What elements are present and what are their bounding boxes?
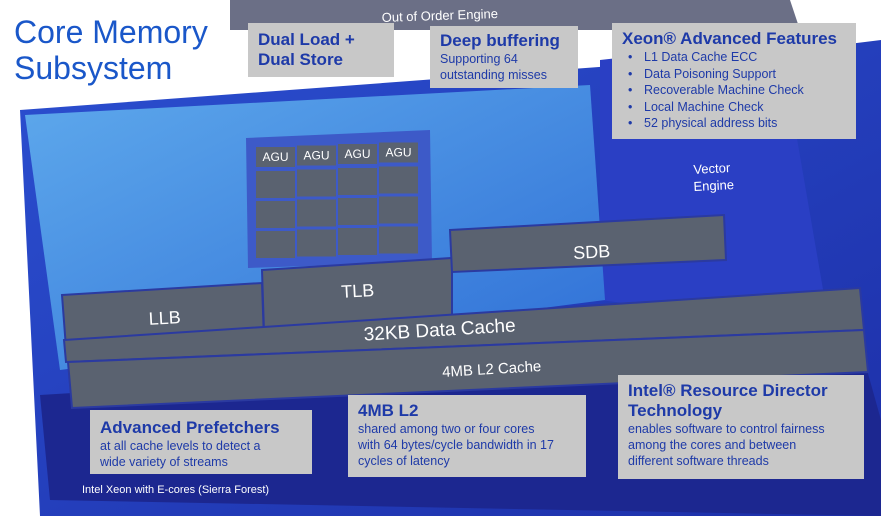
- page-title: Core Memory Subsystem: [14, 14, 208, 86]
- l2-cache-block: [66, 328, 870, 410]
- prefetchers-body-2: wide variety of streams: [100, 455, 228, 469]
- rdt-body-3: different software threads: [628, 454, 769, 468]
- l2-heading: 4MB L2: [358, 401, 419, 420]
- rdt-heading-1: Intel® Resource Director: [628, 381, 828, 400]
- agu-queue-cell: [379, 196, 418, 224]
- agu-label-cell: [256, 147, 295, 167]
- agu-label-cell: [297, 145, 336, 166]
- xeon-feature-item: L1 Data Cache ECC: [628, 49, 846, 66]
- agu-label: AGU: [262, 150, 288, 164]
- rdt-body-2: among the cores and between: [628, 438, 797, 452]
- l2-body-1: shared among two or four cores: [358, 422, 535, 436]
- agu-queue-cell: [338, 228, 377, 255]
- prefetchers-callout: Advanced Prefetchers at all cache levels…: [90, 410, 312, 474]
- title-line-2: Subsystem: [14, 50, 173, 86]
- deep-buffering-body-2: outstanding misses: [440, 68, 548, 82]
- footer-caption: Intel Xeon with E-cores (Sierra Forest): [82, 484, 270, 496]
- rdt-heading-2: Technology: [628, 401, 723, 420]
- agu-queue-cell: [379, 226, 418, 254]
- l2-callout: 4MB L2 shared among two or four cores wi…: [348, 395, 586, 477]
- agu-label: AGU: [344, 147, 370, 161]
- agu-label: AGU: [385, 146, 411, 160]
- agu-queue-cell: [256, 231, 295, 258]
- agu-queue-cell: [297, 229, 336, 257]
- agu-queue-cell: [338, 168, 377, 195]
- l2-body-2: with 64 bytes/cycle bandwidth in 17: [358, 438, 554, 452]
- out-of-order-engine-block: [230, 0, 800, 30]
- xeon-features-list: L1 Data Cache ECC Data Poisoning Support…: [622, 49, 846, 132]
- agu-queue-cell: [297, 169, 336, 197]
- prefetchers-body-1: at all cache levels to detect a: [100, 439, 261, 453]
- xeon-features-callout: Xeon® Advanced Features L1 Data Cache EC…: [612, 23, 856, 139]
- ooo-engine-label: Out of Order Engine: [381, 6, 498, 25]
- dual-load-callout: Dual Load + Dual Store: [248, 23, 394, 77]
- sdb-label: SDB: [573, 241, 611, 263]
- vector-engine-label-1: Vector: [693, 160, 731, 177]
- xeon-features-heading: Xeon® Advanced Features: [622, 29, 838, 48]
- rdt-callout: Intel® Resource Director Technology enab…: [618, 375, 864, 479]
- xeon-feature-item: Data Poisoning Support: [628, 66, 846, 83]
- agu-label: AGU: [303, 149, 329, 163]
- agu-queue-cell: [338, 198, 377, 225]
- l2-cache-label: 4MB L2 Cache: [442, 358, 542, 381]
- dual-load-line-1: Dual Load +: [258, 30, 355, 49]
- deep-buffering-heading: Deep buffering: [440, 31, 560, 50]
- prefetchers-heading: Advanced Prefetchers: [100, 418, 280, 437]
- rdt-body-1: enables software to control fairness: [628, 422, 825, 436]
- deep-buffering-callout: Deep buffering Supporting 64 outstanding…: [430, 26, 578, 88]
- deep-buffering-body-1: Supporting 64: [440, 52, 518, 66]
- xeon-feature-item: Local Machine Check: [628, 99, 846, 116]
- l2-body-3: cycles of latency: [358, 454, 450, 468]
- dual-load-line-2: Dual Store: [258, 50, 344, 69]
- vector-engine-label-2: Engine: [693, 177, 734, 194]
- agu-queue-cell: [256, 201, 295, 228]
- xeon-feature-item: Recoverable Machine Check: [628, 82, 846, 99]
- tlb-label: TLB: [341, 280, 375, 302]
- agu-label-cell: [379, 142, 418, 163]
- agu-label-cell: [338, 144, 377, 164]
- sdb-block: [448, 213, 728, 274]
- agu-queue-cell: [379, 166, 418, 194]
- llb-label: LLB: [148, 307, 181, 329]
- title-line-1: Core Memory: [14, 14, 208, 50]
- agu-queue-cell: [256, 171, 295, 198]
- xeon-feature-item: 52 physical address bits: [628, 115, 846, 132]
- agu-queue-cell: [297, 199, 336, 227]
